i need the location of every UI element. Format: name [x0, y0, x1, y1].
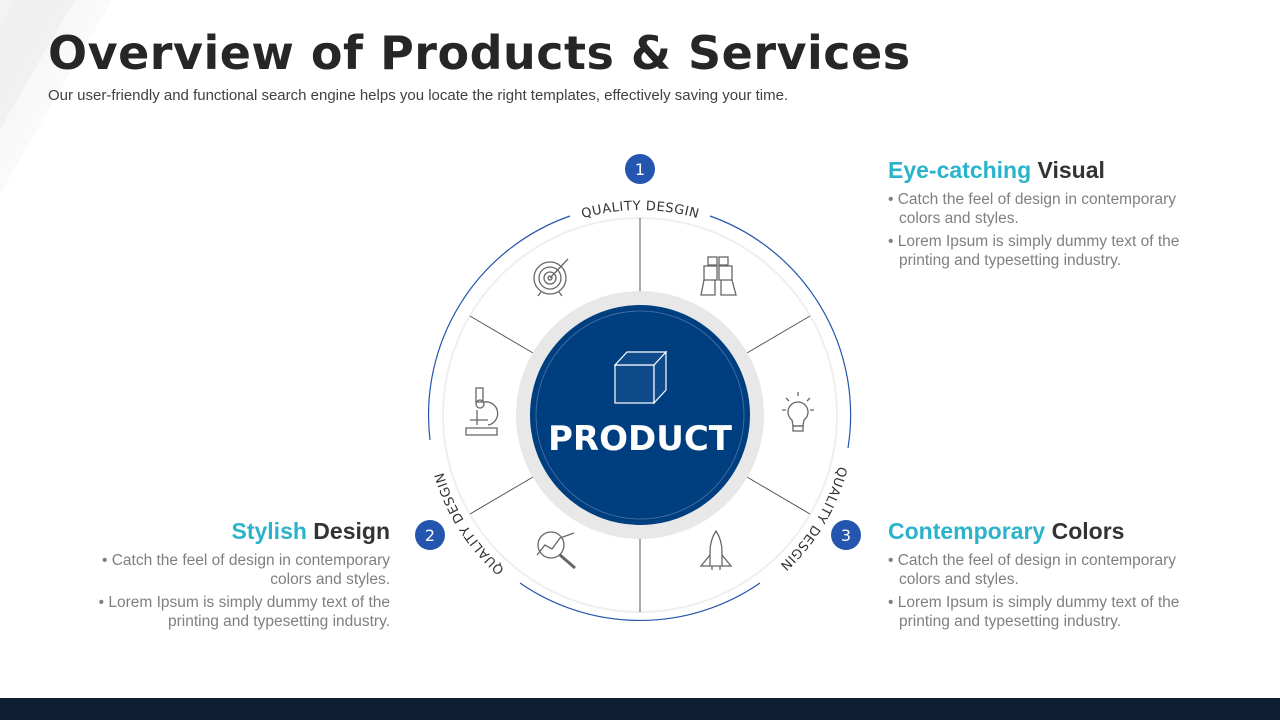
bullet-item: Catch the feel of design in contemporary… — [60, 551, 390, 589]
segment-dividers — [469, 218, 811, 612]
microscope-icon — [465, 387, 499, 436]
bullet-item: Lorem Ipsum is simply dummy text of the … — [60, 593, 390, 631]
center-label: PRODUCT — [548, 419, 733, 459]
blue-arc — [427, 215, 571, 441]
section-accent-title: Stylish — [231, 518, 307, 544]
section-stylish-design: Stylish Design Catch the feel of design … — [60, 518, 390, 635]
footer-bar — [0, 698, 1280, 720]
section-eye-catching-visual: Eye-catching Visual Catch the feel of de… — [888, 157, 1218, 274]
badge-2: 2 — [415, 520, 445, 550]
section-title: Colors — [1045, 518, 1125, 544]
binoculars-icon — [700, 256, 737, 296]
svg-text:2: 2 — [425, 526, 435, 545]
badge-3: 3 — [831, 520, 861, 550]
bullet-item: Lorem Ipsum is simply dummy text of the … — [888, 232, 1218, 270]
rocket-icon — [699, 529, 733, 570]
badge-1: 1 — [625, 154, 655, 184]
blue-arc — [519, 582, 761, 622]
page-subtitle: Our user-friendly and functional search … — [48, 87, 789, 104]
section-accent-title: Eye-catching — [888, 157, 1032, 183]
section-accent-title: Contemporary — [888, 518, 1046, 544]
lightbulb-icon — [782, 392, 814, 432]
blue-arc — [709, 215, 852, 449]
ring-label-2: QUALITY DESGIN — [432, 470, 507, 577]
center-circle — [530, 305, 750, 525]
page-title: Overview of Products & Services — [48, 26, 911, 80]
box-icon — [613, 350, 668, 405]
svg-text:3: 3 — [841, 526, 851, 545]
bullet-item: Lorem Ipsum is simply dummy text of the … — [888, 593, 1218, 631]
svg-text:1: 1 — [635, 160, 645, 179]
target-icon — [533, 258, 569, 297]
magnifier-chart-icon — [536, 531, 576, 570]
bullet-item: Catch the feel of design in contemporary… — [888, 551, 1218, 589]
section-contemporary-colors: Contemporary Colors Catch the feel of de… — [888, 518, 1218, 635]
section-title: Design — [306, 518, 390, 544]
bullet-item: Catch the feel of design in contemporary… — [888, 190, 1218, 228]
section-title: Visual — [1031, 157, 1105, 183]
ring-label-3: QUALITY DESGIN — [777, 465, 849, 573]
